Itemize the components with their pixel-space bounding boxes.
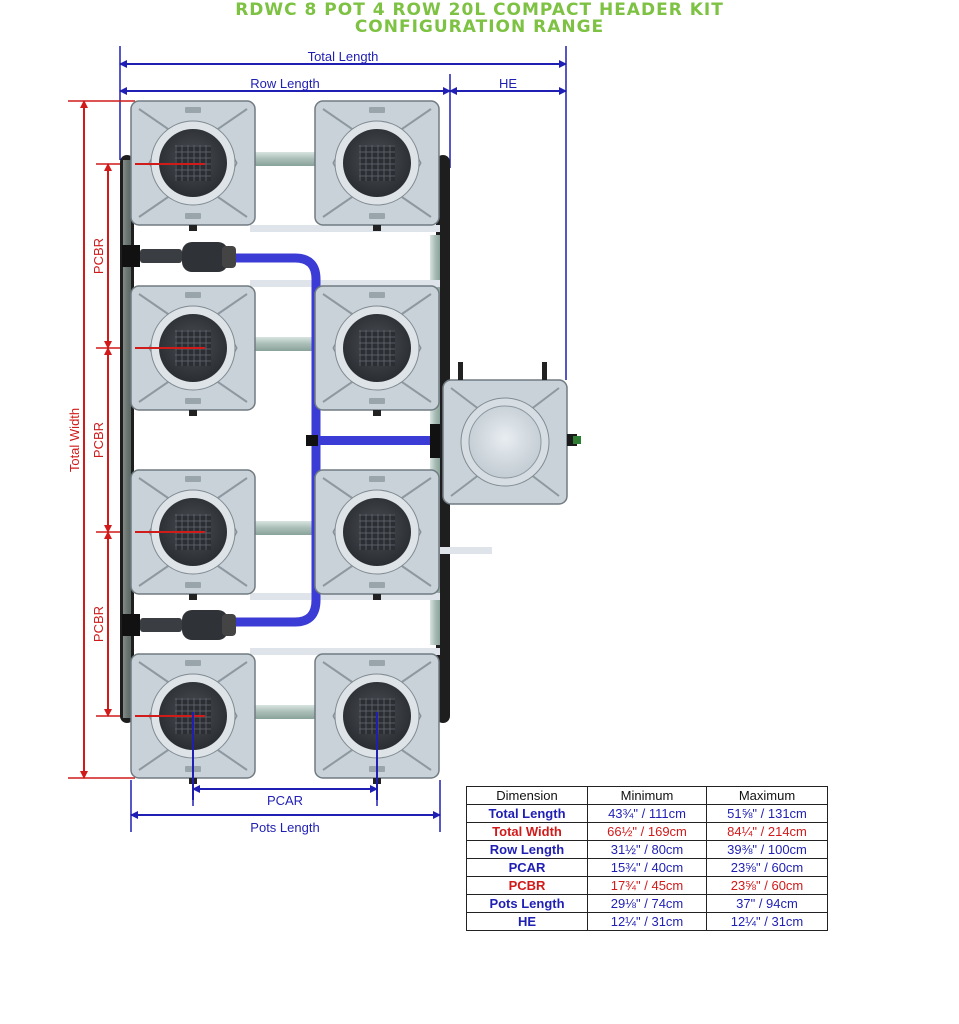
total-length-label: Total Length [308, 49, 379, 64]
pot-row3-right [314, 469, 440, 601]
dimension-cell: Total Width [466, 822, 588, 841]
minimum-cell: 66½" / 169cm [587, 822, 707, 841]
pot-row1-left [130, 100, 256, 232]
minimum-cell: 15¾" / 40cm [587, 858, 707, 877]
maximum-cell: 23⅝" / 60cm [706, 876, 828, 895]
row-pipe [250, 521, 320, 535]
minimum-cell: 17¾" / 45cm [587, 876, 707, 895]
minimum-cell: 31½" / 80cm [587, 840, 707, 859]
dimension-cell: Row Length [466, 840, 588, 859]
maximum-cell: 51⅝" / 131cm [706, 804, 828, 823]
title-line-1: RDWC 8 POT 4 ROW 20L COMPACT HEADER KIT [235, 0, 724, 20]
minimum-cell: 12¼" / 31cm [587, 912, 707, 931]
column-header: Minimum [587, 786, 707, 805]
minimum-cell: 29⅛" / 74cm [587, 894, 707, 913]
maximum-cell: 37" / 94cm [706, 894, 828, 913]
maximum-cell: 84¼" / 214cm [706, 822, 828, 841]
feed-line [230, 253, 440, 627]
pump-1 [122, 242, 236, 272]
table-header-row: Dimension Minimum Maximum [466, 786, 828, 805]
dimension-cell: HE [466, 912, 588, 931]
pot-row2-left [130, 285, 256, 417]
row-pipe [250, 337, 320, 351]
row-pipe [250, 705, 320, 719]
minimum-cell: 43¾" / 111cm [587, 804, 707, 823]
dimension-cell: Total Length [466, 804, 588, 823]
row-length-label: Row Length [250, 76, 319, 91]
column-header: Maximum [706, 786, 828, 805]
pump-2 [122, 610, 236, 640]
pcbr-label-1: PCBR [91, 238, 106, 274]
row-pipe [250, 152, 320, 166]
dimension-cell: Pots Length [466, 894, 588, 913]
dimension-cell: PCAR [466, 858, 588, 877]
maximum-cell: 23⅝" / 60cm [706, 858, 828, 877]
pot-row1-right [314, 100, 440, 232]
pcbr-label-3: PCBR [91, 606, 106, 642]
maximum-cell: 39⅜" / 100cm [706, 840, 828, 859]
pot-center-markers [135, 163, 378, 800]
diagram-title: RDWC 8 POT 4 ROW 20L COMPACT HEADER KIT … [0, 2, 959, 36]
dimension-cell: PCBR [466, 876, 588, 895]
pot-row3-left [130, 469, 256, 601]
total-width-label: Total Width [67, 408, 82, 472]
column-header: Dimension [466, 786, 588, 805]
he-label: HE [499, 76, 517, 91]
pcbr-label-2: PCBR [91, 422, 106, 458]
pot-row2-right [314, 285, 440, 417]
maximum-cell: 12¼" / 31cm [706, 912, 828, 931]
header-tank [442, 362, 581, 505]
pcar-label: PCAR [267, 793, 303, 808]
title-line-2: CONFIGURATION RANGE [354, 17, 605, 37]
pots-length-label: Pots Length [250, 820, 319, 835]
